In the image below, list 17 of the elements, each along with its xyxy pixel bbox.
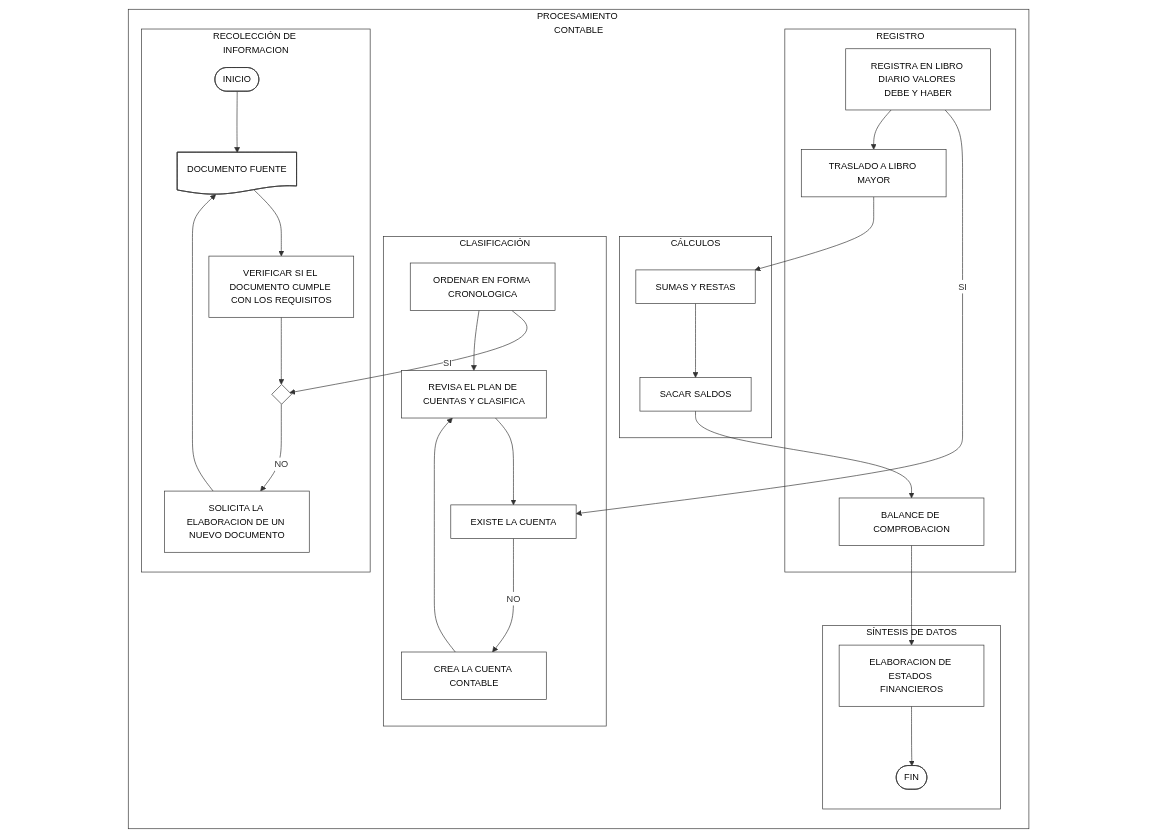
node-diamond <box>271 384 293 405</box>
node-box: SACAR SALDOS <box>640 377 752 412</box>
edge-label: NO <box>274 458 289 470</box>
node-box: CREA LA CUENTA CONTABLE <box>401 651 548 700</box>
node-box: SOLICITA LA ELABORACION DE UN NUEVO DOCUMENTO <box>164 490 310 553</box>
node-box: BALANCE DE COMPROBACION <box>839 497 985 546</box>
node-box: SUMAS Y RESTAS <box>635 269 756 304</box>
node-box: TRASLADO A LIBRO MAYOR <box>801 149 947 198</box>
node-box: REVISA EL PLAN DE CUENTAS Y CLASIFICA <box>401 370 548 419</box>
node-box: VERIFICAR SI EL DOCUMENTO CUMPLE CON LOS REQUISITOS <box>208 255 355 318</box>
edge-label: SI <box>958 281 968 292</box>
node-box: ELABORACION DE ESTADOS FINANCIEROS <box>839 644 985 707</box>
edge-label: SI <box>443 357 453 369</box>
node-box: ORDENAR EN FORMA CRONOLOGICA <box>410 262 556 311</box>
edge-label: NO <box>506 593 521 604</box>
node-box: EXISTE LA CUENTA <box>450 504 577 539</box>
node-box: REGISTRA EN LIBRO DIARIO VALORES DEBE Y HABER <box>845 48 992 111</box>
